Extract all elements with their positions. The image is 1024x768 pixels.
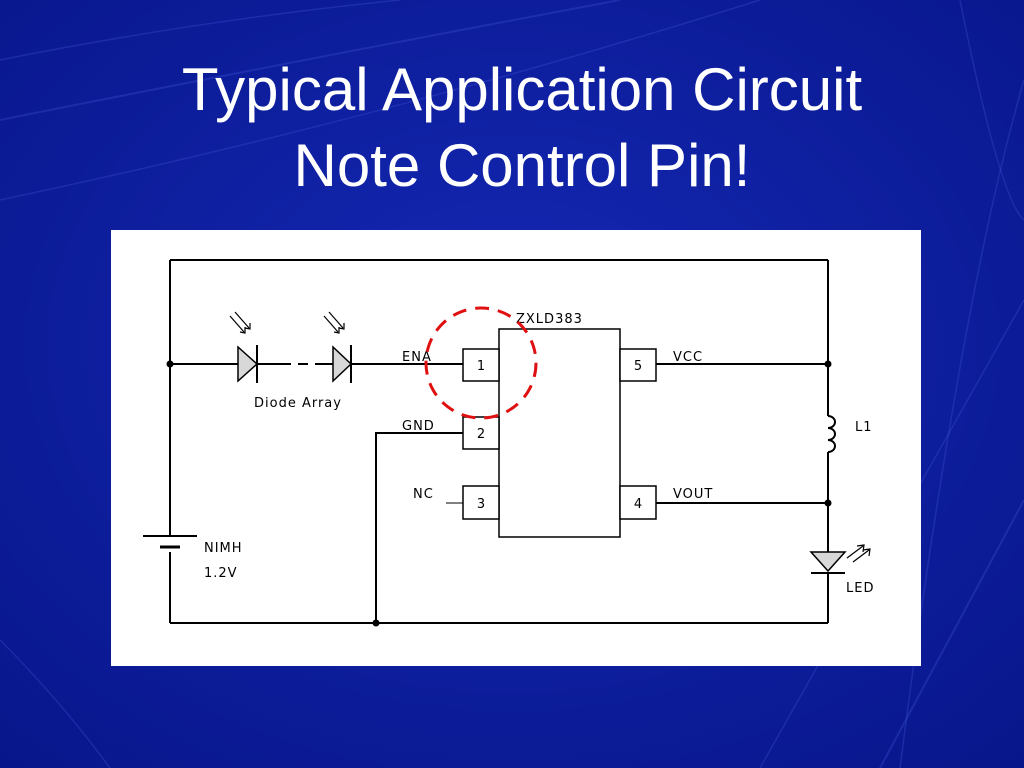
pin-1-name: ENA	[402, 350, 432, 365]
inductor-label: L1	[855, 420, 873, 435]
pin-5-box	[619, 348, 657, 382]
title-line-1: Typical Application Circuit	[181, 56, 863, 123]
node-dot	[824, 499, 832, 507]
pin-1-box	[462, 348, 500, 382]
battery-label: NIMH	[204, 541, 243, 556]
pin-5-name: VCC	[673, 350, 703, 365]
node-dot	[166, 360, 174, 368]
pin-4-number: 4	[634, 497, 642, 512]
page-title: Typical Application Circuit Note Control…	[0, 52, 1024, 204]
battery-symbol	[143, 535, 197, 549]
highlight-circle	[424, 306, 538, 420]
title-line-2: Note Control Pin!	[293, 132, 751, 199]
led-label: LED	[846, 581, 874, 596]
pin-3-box	[462, 485, 500, 520]
ic-body	[498, 328, 621, 538]
battery-voltage: 1.2V	[204, 566, 238, 581]
pin-3-name: NC	[413, 487, 434, 502]
pin-3-number: 3	[477, 497, 485, 512]
pin-2-name: GND	[402, 419, 435, 434]
pin-4-name: VOUT	[673, 487, 713, 502]
diode-array-label: Diode Array	[254, 396, 342, 411]
inductor-symbol	[827, 412, 836, 453]
pin-4-box	[619, 485, 657, 520]
ic-label: ZXLD383	[516, 312, 583, 327]
pin-2-box	[462, 416, 500, 450]
pin-2-number: 2	[477, 427, 485, 442]
pin-5-number: 5	[634, 359, 642, 374]
led-symbol	[809, 544, 871, 574]
node-dot	[824, 360, 832, 368]
schematic-panel: 1 2 3 5 4 ENA GND NC VCC VOUT ZXLD383 Di…	[111, 230, 921, 666]
circuit-schematic: 1 2 3 5 4 ENA GND NC VCC VOUT ZXLD383 Di…	[143, 259, 874, 627]
diode-array-symbol	[229, 311, 353, 383]
pin-1-number: 1	[477, 359, 485, 374]
node-dot	[372, 619, 380, 627]
